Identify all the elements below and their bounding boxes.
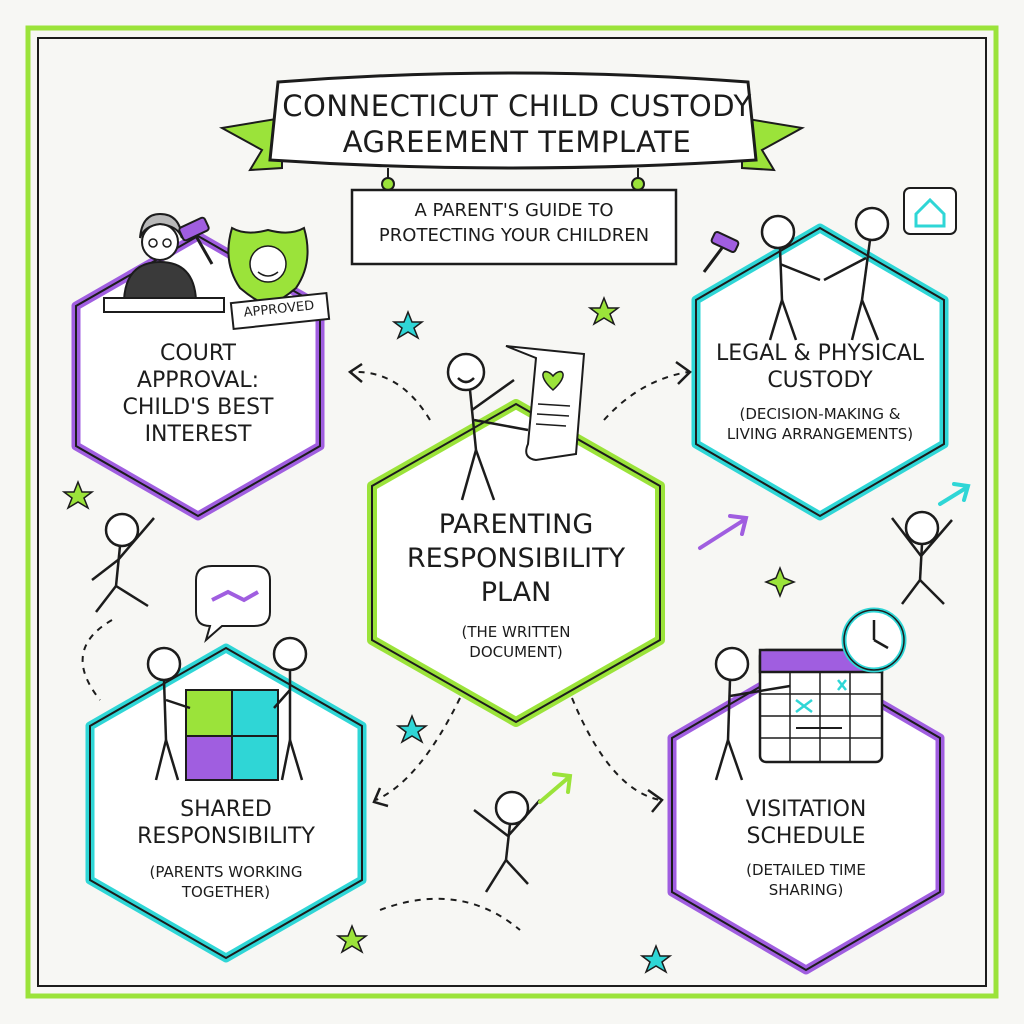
handshake-icon	[760, 206, 890, 341]
jumping-figure-bottom-icon	[473, 790, 541, 893]
shared-hexagon-outline	[89, 646, 363, 960]
shared-figures-icon	[146, 636, 308, 781]
connector-arrows	[81, 370, 689, 931]
jumping-figure-right-icon	[891, 510, 953, 605]
pointing-figure-icon	[714, 646, 791, 781]
page-title: CONNECTICUT CHILD CUSTODY AGREEMENT TEMP…	[282, 89, 752, 159]
visitation-schedule-heading: VISITATION SCHEDULE	[745, 797, 867, 849]
shared-responsibility-heading: SHARED RESPONSIBILITY	[137, 797, 315, 849]
judge-icon	[103, 212, 225, 313]
clock-icon	[841, 607, 907, 673]
center-figure-icon	[446, 352, 529, 501]
house-icon	[903, 187, 957, 235]
center-hexagon-outline	[371, 402, 661, 724]
puzzle-icon	[185, 689, 279, 781]
decorative-arrows	[538, 482, 971, 804]
outer-border	[25, 25, 999, 999]
title-ribbon	[218, 71, 806, 172]
visitation-schedule-subheading: (DETAILED TIME SHARING)	[746, 861, 866, 899]
visitation-hexagon-outline	[671, 658, 941, 972]
legal-hexagon-outline	[695, 226, 945, 518]
parenting-plan-heading: PARENTING RESPONSIBILITY PLAN	[406, 509, 626, 608]
arrow-heads	[347, 360, 692, 813]
speech-bubble-icon	[195, 565, 271, 643]
approved-stamp	[229, 291, 331, 331]
child-shield-icon	[227, 226, 309, 308]
scroll-icon	[505, 345, 586, 462]
subtitle-sign	[350, 168, 678, 266]
shared-responsibility-subheading: (PARENTS WORKING TOGETHER)	[149, 863, 303, 901]
gavel-icon	[178, 216, 214, 265]
legal-gavel-icon	[702, 231, 740, 273]
parenting-plan-subheading: (THE WRITTEN DOCUMENT)	[461, 623, 571, 661]
legal-custody-heading: LEGAL & PHYSICAL CUSTODY	[715, 341, 925, 393]
star-icon	[61, 295, 797, 974]
inner-border	[37, 37, 987, 987]
jumping-figure-left-icon	[91, 512, 155, 613]
court-approval-heading: COURT APPROVAL: CHILD'S BEST INTEREST	[122, 341, 274, 447]
page-subtitle: A PARENT'S GUIDE TO PROTECTING YOUR CHIL…	[378, 200, 650, 246]
legal-custody-subheading: (DECISION-MAKING & LIVING ARRANGEMENTS)	[726, 405, 914, 443]
